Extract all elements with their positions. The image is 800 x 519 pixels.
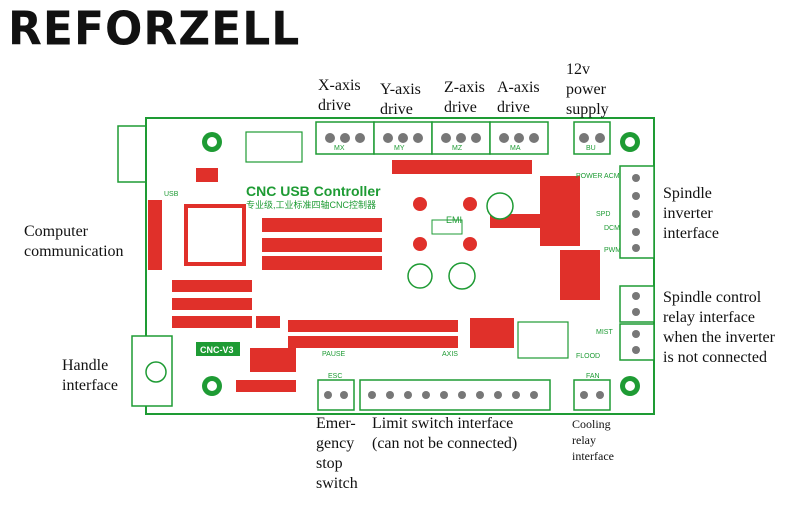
conn-my: MY [394,145,405,152]
board-title: CNC USB Controller [246,183,381,199]
silk-axis: AXIS [442,351,458,358]
label-y-axis: Y-axis drive [380,81,421,118]
mounting-holes [202,132,640,396]
label-spindle-relay: Spindle control relay interface when the… [663,289,775,366]
mcu-chip [184,204,246,266]
board-version: CNC-V3 [200,345,234,355]
label-x-axis: X-axis drive [318,77,361,114]
silk-power: POWER [576,173,602,180]
board-subtitle: 专业级,工业标准四轴CNC控制器 [246,199,376,210]
silk-flood: FLOOD [576,353,600,360]
conn-bu: BU [586,145,596,152]
emi-filter [413,197,477,251]
silk-spd: SPD [596,211,610,218]
label-estop: Emer- gency stop switch [316,415,358,492]
silk-pause: PAUSE [322,351,346,358]
label-limit: Limit switch interface (can not be conne… [372,415,518,452]
connector-pins [325,133,605,143]
silk-emi: EMI [446,215,462,225]
conn-mz: MZ [452,145,463,152]
label-computer: Computer communication [24,223,124,260]
label-z-axis: Z-axis drive [444,79,485,116]
silk-dcm: DCM [604,225,620,232]
label-handle: Handle interface [62,357,118,394]
silk-acm: ACM [604,173,620,180]
label-power: 12v power supply [566,61,609,118]
brand-logo: REFORZELL [8,2,301,57]
conn-mx: MX [334,145,345,152]
label-spindle-inverter: Spindle inverter interface [663,185,719,242]
label-cooling: Cooling relay interface [572,417,614,463]
silk-fan: FAN [586,373,600,380]
smd-components [148,160,600,392]
silk-mist: MIST [596,329,613,336]
label-a-axis: A-axis drive [497,79,540,116]
silk-esc: ESC [328,373,342,380]
conn-ma: MA [510,145,521,152]
silk-pwm: PWM [604,247,621,254]
capacitors [407,192,514,290]
silk-usb: USB [164,191,179,198]
